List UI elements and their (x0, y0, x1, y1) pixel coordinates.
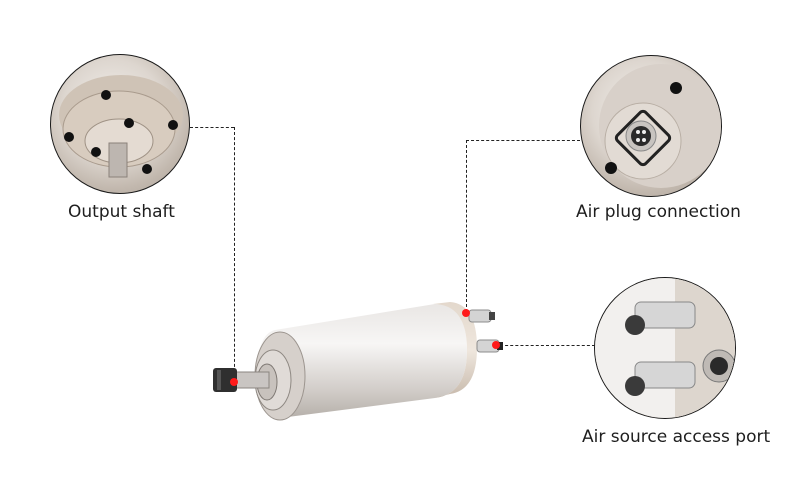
flange-icon (59, 75, 183, 178)
air-fitting-icon (595, 278, 735, 418)
leader-line-output-shaft-h (190, 127, 234, 128)
spindle-motor-image (205, 290, 505, 430)
air-plug-connector-icon (599, 64, 721, 188)
output-shaft-label: Output shaft (68, 202, 175, 222)
spindle-motor-icon (213, 302, 503, 421)
marker-output-shaft (230, 378, 238, 386)
air-source-port-detail-image (594, 277, 736, 419)
air-plug-detail-image (580, 55, 722, 197)
leader-line-air-plug-h (466, 140, 580, 141)
output-shaft-detail-image (50, 54, 190, 194)
leader-line-air-plug-v (466, 140, 467, 312)
marker-air-plug (462, 309, 470, 317)
leader-line-output-shaft-v (234, 127, 235, 382)
air-plug-connection-label: Air plug connection (576, 202, 741, 222)
marker-air-source (492, 341, 500, 349)
air-source-access-port-label: Air source access port (582, 427, 771, 447)
leader-line-air-source-h (500, 345, 595, 346)
